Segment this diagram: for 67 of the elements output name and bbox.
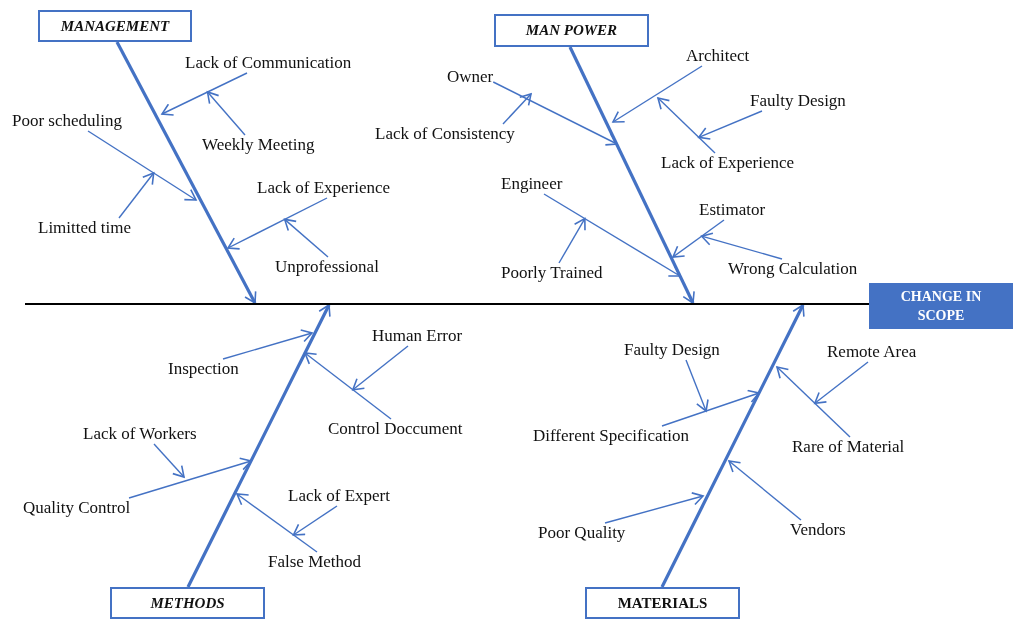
cause-label: Quality Control [23, 498, 131, 518]
cause-arrow [87, 130, 197, 201]
cause-label: Architect [686, 46, 750, 66]
category-box: MATERIALS [585, 587, 740, 619]
cause-arrow [227, 197, 328, 250]
cause-arrow [292, 505, 338, 536]
cause-arrow [672, 219, 725, 258]
cause-label: Inspection [168, 359, 239, 379]
cause-label: Remote Area [827, 342, 917, 362]
cause-label: Control Doccument [328, 419, 463, 439]
category-arrow [115, 41, 257, 304]
cause-label: Lack of Experience [661, 153, 795, 173]
cause-arrow [118, 172, 155, 219]
cause-arrow [206, 91, 246, 136]
cause-arrow [685, 359, 709, 412]
cause-arrow [558, 217, 586, 264]
cause-label: Lack of Communication [185, 53, 352, 73]
cause-arrow [700, 232, 783, 260]
cause-arrow [728, 460, 802, 521]
cause-label: Poorly Trained [501, 263, 603, 283]
category-arrow [186, 304, 331, 588]
cause-arrow [543, 193, 681, 277]
cause-arrow [698, 110, 763, 140]
cause-label: Unprofessional [275, 257, 379, 277]
cause-arrow [283, 218, 329, 258]
cause-label: False Method [268, 552, 362, 572]
cause-arrow [352, 345, 409, 391]
category-arrow [568, 46, 695, 304]
category-arrow [660, 304, 805, 588]
category-box: MANAGEMENT [38, 10, 192, 42]
cause-arrow [153, 443, 185, 478]
cause-arrow [604, 492, 704, 524]
cause-label: Faulty Design [750, 91, 846, 111]
cause-arrow [612, 65, 703, 123]
category-box: MAN POWER [494, 14, 649, 47]
cause-arrow [161, 72, 248, 116]
spine-line [25, 303, 840, 305]
cause-label: Vendors [790, 520, 846, 540]
cause-arrow [814, 361, 869, 405]
cause-label: Poor Quality [538, 523, 626, 543]
cause-arrow [236, 493, 318, 553]
cause-label: Wrong Calculation [728, 259, 858, 279]
cause-label: Estimator [699, 200, 766, 220]
cause-arrow [776, 366, 851, 438]
cause-label: Poor scheduling [12, 111, 123, 131]
cause-label: Limitted time [38, 218, 131, 238]
cause-label: Faulty Design [624, 340, 720, 360]
cause-arrow [304, 352, 392, 420]
cause-label: Lack of Workers [83, 424, 197, 444]
effect-box: CHANGE IN SCOPE [869, 283, 1013, 329]
cause-label: Lack of Experience [257, 178, 391, 198]
cause-label: Rare of Material [792, 437, 905, 457]
cause-label: Lack of Consistency [375, 124, 515, 144]
cause-label: Weekly Meeting [202, 135, 315, 155]
cause-label: Engineer [501, 174, 563, 194]
cause-label: Lack of Expert [288, 486, 390, 506]
cause-arrow [661, 389, 760, 427]
cause-arrow [657, 97, 716, 154]
cause-arrow [502, 93, 532, 125]
category-box: METHODS [110, 587, 265, 619]
cause-arrow [492, 81, 618, 146]
cause-label: Different Specification [533, 426, 689, 446]
cause-label: Owner [447, 67, 494, 87]
cause-label: Human Error [372, 326, 463, 346]
cause-arrow [128, 457, 252, 499]
cause-arrow [222, 329, 313, 360]
spine-line [839, 303, 870, 305]
